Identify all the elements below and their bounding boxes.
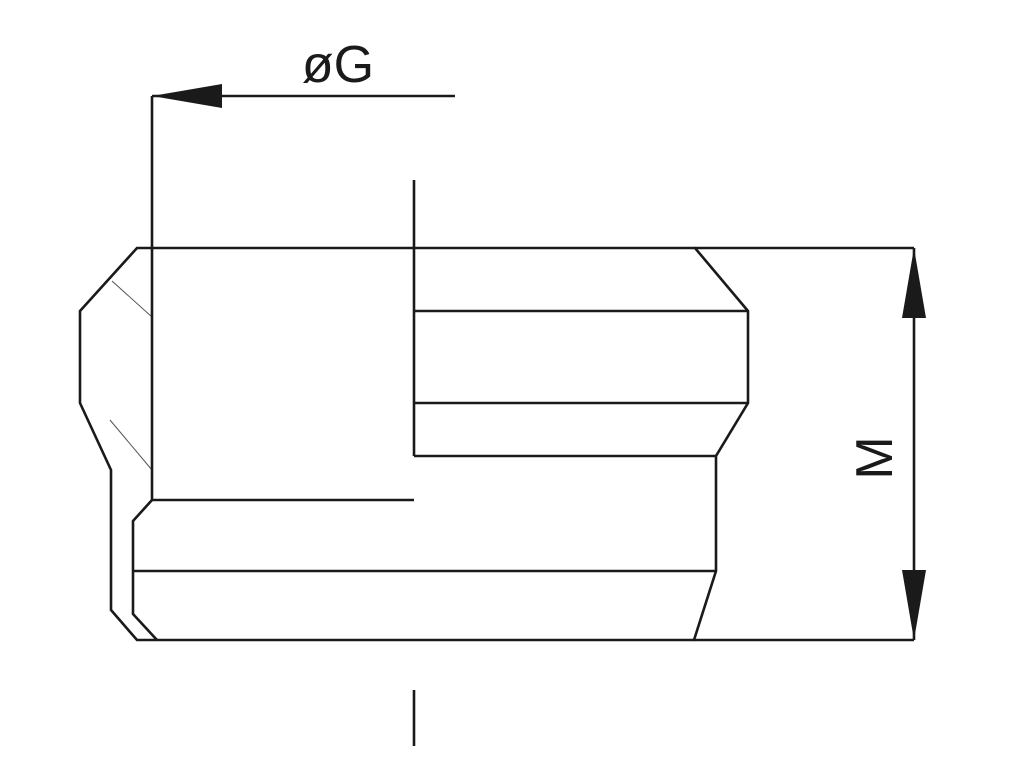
chamfer-hatch-top bbox=[111, 280, 153, 318]
dimension-height: M bbox=[694, 246, 926, 642]
collar-inner-edge bbox=[131, 499, 158, 641]
chamfer-hatch-bottom bbox=[109, 419, 153, 471]
arrow-head-up bbox=[902, 248, 926, 318]
diameter-label: øG bbox=[302, 36, 374, 94]
arrow-head-down bbox=[902, 570, 926, 640]
arrow-head-left bbox=[152, 84, 222, 108]
height-label: M bbox=[846, 436, 904, 479]
dimension-diameter: øG bbox=[152, 36, 455, 108]
internal-section bbox=[133, 96, 748, 746]
